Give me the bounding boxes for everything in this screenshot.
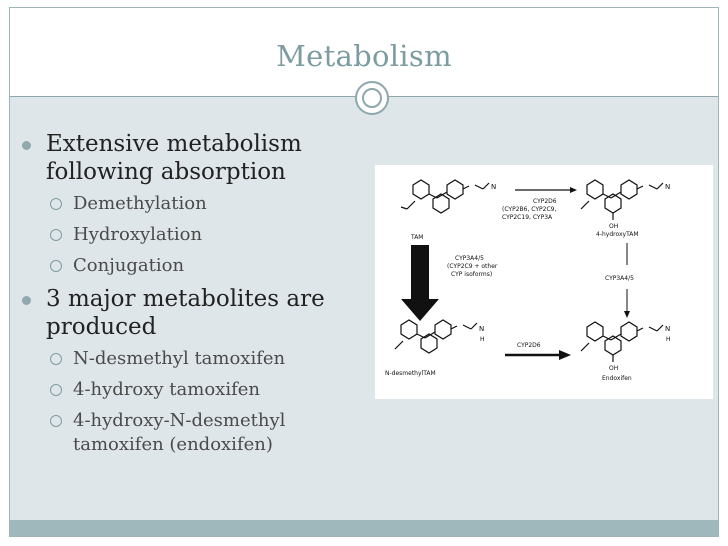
enzyme-sublabel: CYP isoforms) — [451, 271, 492, 278]
bullet-item-1: Extensive metabolism following absorptio… — [18, 130, 363, 186]
enzyme-sublabel: (CYP2C9 + other — [447, 263, 498, 270]
sub-bullet-item: N-desmethyl tamoxifen — [18, 347, 363, 371]
bullet-dot-icon — [22, 296, 31, 305]
h-label: H — [666, 336, 671, 343]
enzyme-sublabel: CYP2C19, CYP3A — [502, 214, 553, 221]
hydroxy-tam-structure — [580, 179, 664, 220]
arrow-head-icon — [559, 350, 571, 360]
metabolism-pathway-figure: N CYP2D6 (CYP2B6, CYP2C9, CYP2C19, CYP3A… — [375, 165, 713, 399]
sub-bullet-list-1: Demethylation Hydroxylation Conjugation — [18, 192, 363, 278]
ring-bullet-icon — [50, 260, 62, 272]
sub-bullet-text: 4-hydroxy tamoxifen — [73, 379, 260, 400]
enzyme-label: CYP2D6 — [533, 198, 557, 205]
enzyme-label: CYP3A4/5 — [605, 275, 634, 282]
arrow-head-icon — [570, 187, 577, 193]
n-label: N — [491, 183, 496, 191]
sub-bullet-text: Demethylation — [73, 193, 207, 214]
n-desmethyl-tam-structure — [394, 319, 478, 354]
big-arrow-head-icon — [401, 299, 439, 321]
endoxifen-structure — [580, 321, 664, 362]
ring-bullet-icon — [50, 229, 62, 241]
sub-bullet-item: Demethylation — [18, 192, 363, 216]
bullet-text: Extensive metabolism following absorptio… — [46, 131, 302, 185]
pathway-diagram: N CYP2D6 (CYP2B6, CYP2C9, CYP2C19, CYP3A… — [385, 179, 671, 382]
ring-bullet-icon — [50, 353, 62, 365]
footer-bar — [10, 520, 718, 536]
tam-structure — [400, 179, 490, 214]
ring-bullet-icon — [50, 415, 62, 427]
sub-bullet-item: Conjugation — [18, 254, 363, 278]
metabolite-label: N-desmethylTAM — [385, 370, 436, 377]
sub-bullet-text: Hydroxylation — [73, 224, 203, 245]
arrow-head-icon — [624, 311, 630, 318]
sub-bullet-item: 4-hydroxy tamoxifen — [18, 378, 363, 402]
enzyme-sublabel: (CYP2B6, CYP2C9, — [502, 206, 556, 213]
bullet-text: 3 major metabolites are produced — [46, 286, 325, 340]
sub-bullet-text: N-desmethyl tamoxifen — [73, 348, 286, 369]
inner-circle-icon — [362, 88, 382, 108]
sub-bullet-item: 4-hydroxy-N-desmethyl tamoxifen (endoxif… — [18, 409, 363, 457]
bullet-dot-icon — [22, 141, 31, 150]
metabolite-label: Endoxifen — [602, 375, 632, 382]
h-label: H — [480, 336, 485, 343]
n-label: N — [479, 325, 484, 333]
ring-bullet-icon — [50, 198, 62, 210]
oh-label: OH — [609, 223, 618, 230]
enzyme-label: CYP3A4/5 — [455, 255, 484, 262]
sub-bullet-list-2: N-desmethyl tamoxifen 4-hydroxy tamoxife… — [18, 347, 363, 457]
oh-label: OH — [609, 365, 618, 372]
sub-bullet-item: Hydroxylation — [18, 223, 363, 247]
big-arrow-shaft — [411, 245, 429, 301]
title-band: Metabolism — [10, 8, 718, 96]
bullet-item-2: 3 major metabolites are produced — [18, 285, 363, 341]
enzyme-label: CYP2D6 — [517, 342, 541, 349]
n-label: N — [665, 325, 670, 333]
tam-label: TAM — [410, 234, 423, 241]
circle-ornament-icon — [355, 81, 389, 115]
n-label: N — [665, 183, 670, 191]
ring-bullet-icon — [50, 384, 62, 396]
metabolite-label: 4-hydroxyTAM — [596, 231, 639, 238]
sub-bullet-text: Conjugation — [73, 255, 185, 276]
bullet-list: Extensive metabolism following absorptio… — [18, 130, 363, 464]
slide-title: Metabolism — [276, 39, 452, 73]
sub-bullet-text: 4-hydroxy-N-desmethyl tamoxifen (endoxif… — [73, 410, 286, 455]
